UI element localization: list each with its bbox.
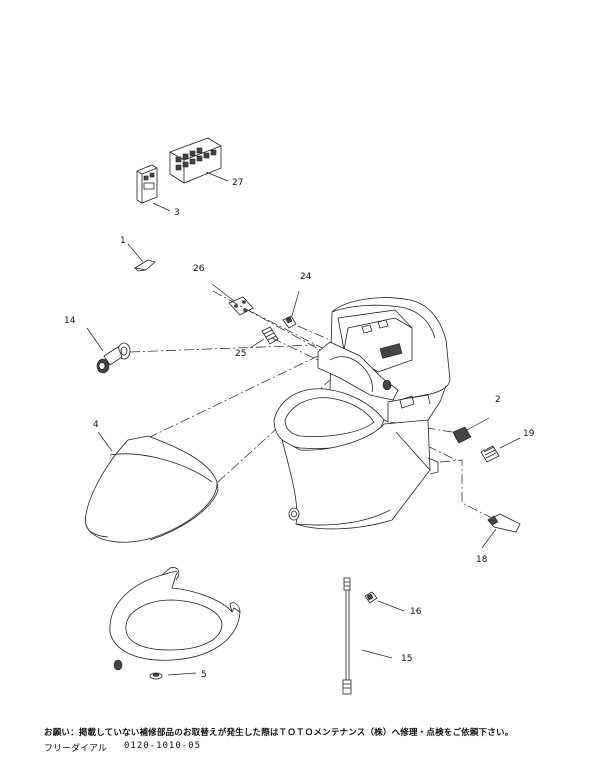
part-15-supply-hose [342,577,352,695]
callout-1: 1 [120,236,126,246]
phone-label: フリーダイアル [44,744,107,754]
part-1-clip [133,259,156,272]
callout-2: 2 [495,395,501,405]
toilet-assembly [273,297,451,530]
callout-5: 5 [201,670,207,680]
part-3-bracket [136,164,158,204]
part-27-remote-control [169,137,222,184]
part-18-lever [487,513,521,533]
callout-4: 4 [93,420,99,430]
phone-row: フリーダイアル 0120-1010-05 [44,741,200,754]
part-5-bumpers [113,659,163,680]
part-16-nut [364,591,378,604]
callout-25: 25 [235,349,246,359]
part-2-connector [452,426,472,444]
service-notice: お願い：掲載していない補修部品のお取替えが発生した際はＴＯＴＯメンテナンス（株）… [44,728,514,738]
seat-ring [109,567,241,661]
callout-16: 16 [410,607,422,617]
callout-15: 15 [401,654,412,664]
part-14-stop-valve [96,342,131,374]
callout-18: 18 [476,555,488,565]
part-19-cartridge [480,445,500,463]
part-25-adapter [261,326,279,345]
callout-24: 24 [300,272,312,282]
callout-3: 3 [174,208,180,218]
part-4-lid [85,435,219,543]
callout-26: 26 [193,264,205,274]
part-24-bolt [282,315,297,329]
callout-14: 14 [64,316,76,326]
callout-19: 19 [523,429,535,439]
phone-number: 0120-1010-05 [124,741,202,751]
callout-27: 27 [232,178,243,188]
